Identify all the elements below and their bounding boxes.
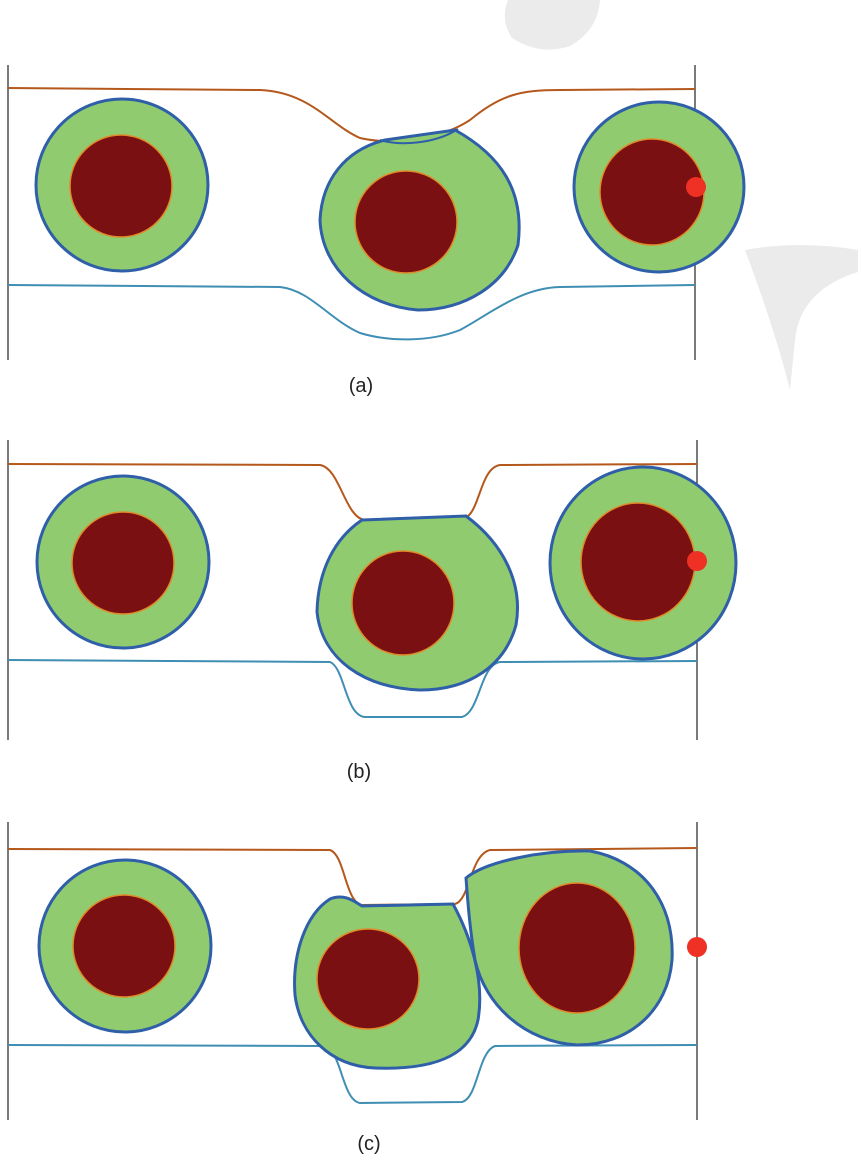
panel-b-bottom-wall: [7, 659, 698, 718]
watermark-shape: [504, 0, 858, 390]
panel-b-cell-3: [548, 465, 738, 661]
panel-a-caption: (a): [349, 375, 373, 397]
panel-b-cell-1-nucleus: [71, 511, 175, 615]
panel-c-cell-3: [464, 849, 674, 1047]
panel-c-top-wall: [7, 847, 698, 907]
panel-a-cell-2-gap: [379, 128, 459, 145]
panel-b: (b): [7, 440, 738, 783]
panel-b-cell-1: [35, 474, 211, 650]
watermark-swoosh: [745, 245, 858, 390]
panel-c-cell-1: [37, 858, 213, 1034]
panel-b-cell-2-nucleus: [351, 550, 455, 656]
panel-b-marker: [687, 551, 707, 571]
panel-b-caption: (b): [347, 761, 371, 783]
panel-c-caption: (c): [357, 1133, 380, 1155]
panel-c-cell-1-nucleus: [72, 894, 176, 998]
panel-c: (c): [7, 822, 707, 1155]
panel-c-cell-3-nucleus: [518, 882, 636, 1014]
panel-c-cell-2-nucleus: [316, 928, 420, 1030]
panel-b-cell-2: [315, 514, 519, 692]
panel-a-marker: [686, 177, 706, 197]
panel-c-cell-2: [293, 895, 482, 1070]
panel-b-cell-3-nucleus: [580, 502, 696, 622]
panel-a-cell-2-nucleus: [354, 170, 458, 274]
panel-a-cell-1-nucleus: [69, 134, 173, 238]
panel-a-cell-2: [318, 128, 521, 312]
watermark-top-stroke: [504, 0, 600, 50]
panel-c-marker: [687, 937, 707, 957]
panel-a-cell-3: [572, 100, 746, 274]
panel-a: (a): [7, 65, 746, 397]
panel-a-bottom-wall: [7, 284, 696, 341]
panel-a-cell-1: [34, 97, 210, 273]
